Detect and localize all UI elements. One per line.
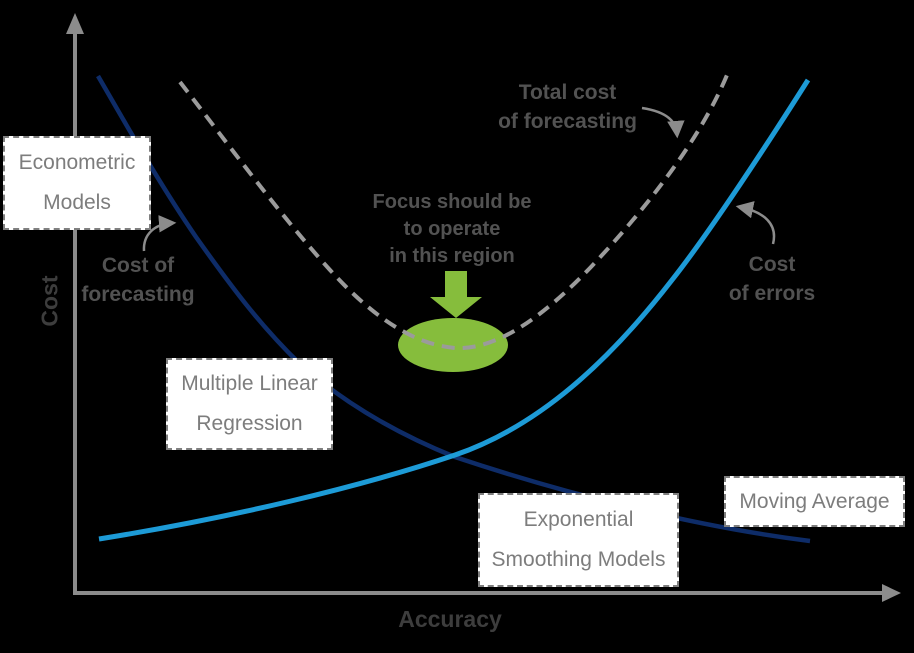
cost-of-forecasting-pointer-arrow-icon <box>142 215 177 252</box>
cost-of-errors-curve <box>98 78 811 542</box>
total-cost-label-line2: of forecasting <box>498 110 637 133</box>
total-cost-label-line1: Total cost <box>518 81 617 104</box>
total-cost-curve <box>178 74 729 351</box>
focus-region-ellipse <box>398 318 508 372</box>
econometric-models-label-line2: Models <box>43 191 111 214</box>
focus-note-line1: Focus should be <box>372 191 532 213</box>
econometric-models-box: Econometric Models <box>3 136 151 230</box>
cost-of-forecasting-label: Cost of forecasting <box>60 251 216 309</box>
cost-of-errors-label: Cost of errors <box>692 250 852 308</box>
cost-of-errors-pointer-arrow-icon <box>735 201 776 245</box>
focus-note: Focus should be to operate in this regio… <box>337 189 567 270</box>
exponential-smoothing-label-line2: Smoothing Models <box>491 548 666 571</box>
y-axis-arrowhead-icon <box>66 13 84 34</box>
exponential-smoothing-box: Exponential Smoothing Models <box>478 493 679 587</box>
moving-average-label: Moving Average <box>739 489 890 513</box>
cost-of-forecasting-label-line2: forecasting <box>81 283 195 306</box>
econometric-models-label-line1: Econometric <box>18 151 136 174</box>
y-axis-label: Cost <box>36 275 63 327</box>
x-axis-arrowhead-icon <box>882 584 901 602</box>
moving-average-box: Moving Average <box>724 476 905 527</box>
multiple-linear-regression-box: Multiple Linear Regression <box>166 358 333 450</box>
focus-note-line3: in this region <box>389 245 515 267</box>
total-cost-pointer-arrow-icon <box>641 106 685 139</box>
cost-of-forecasting-label-line1: Cost of <box>101 254 175 277</box>
total-cost-label: Total cost of forecasting <box>455 78 680 136</box>
multiple-linear-regression-label-line2: Regression <box>196 412 303 435</box>
cost-of-errors-label-line1: Cost <box>748 253 796 276</box>
cost-of-errors-label-line2: of errors <box>728 282 816 305</box>
x-axis-label: Accuracy <box>398 606 502 632</box>
exponential-smoothing-label-line1: Exponential <box>523 508 634 531</box>
focus-note-line2: to operate <box>403 218 501 240</box>
focus-down-arrow-icon <box>430 271 482 318</box>
multiple-linear-regression-label-line1: Multiple Linear <box>181 372 318 395</box>
